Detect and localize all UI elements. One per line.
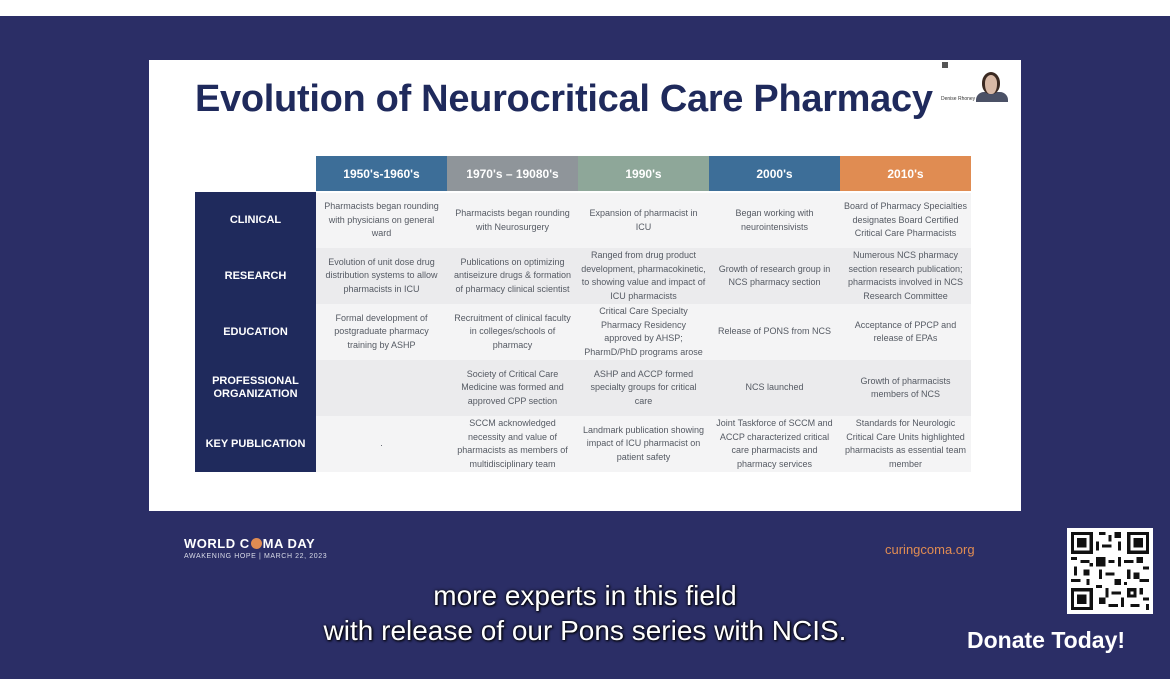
webcam-name-label: Denise Rhoney bbox=[940, 96, 977, 102]
table-cell: . bbox=[316, 416, 447, 472]
evolution-table: 1950's-1960's 1970's – 19080's 1990's 20… bbox=[195, 156, 971, 472]
speaker-body bbox=[976, 92, 1008, 102]
table-cell: Landmark publication showing impact of I… bbox=[578, 416, 709, 472]
top-strip bbox=[0, 0, 1170, 16]
row-label-research: RESEARCH bbox=[195, 248, 316, 304]
table-cell: Joint Taskforce of SCCM and ACCP charact… bbox=[709, 416, 840, 472]
presentation-slide: Evolution of Neurocritical Care Pharmacy… bbox=[149, 60, 1021, 511]
table-cell: Pharmacists began rounding with Neurosur… bbox=[447, 192, 578, 248]
speaker-head bbox=[982, 72, 1000, 94]
row-label-education: EDUCATION bbox=[195, 304, 316, 360]
table-cell: Critical Care Specialty Pharmacy Residen… bbox=[578, 304, 709, 360]
row-label-key-publication: KEY PUBLICATION bbox=[195, 416, 316, 472]
table-cell: Acceptance of PPCP and release of EPAs bbox=[840, 304, 971, 360]
table-cell: NCS launched bbox=[709, 360, 840, 416]
brand-name: WORLD C MA DAY bbox=[184, 536, 327, 551]
slide-title: Evolution of Neurocritical Care Pharmacy bbox=[195, 78, 933, 120]
qr-code-icon[interactable] bbox=[1067, 528, 1153, 614]
column-header-1990s: 1990's bbox=[578, 156, 709, 193]
table-cell: Board of Pharmacy Specialties designates… bbox=[840, 192, 971, 248]
brand-o-circle-icon bbox=[250, 538, 262, 549]
footer-website-link[interactable]: curingcoma.org bbox=[885, 542, 975, 557]
caption-line-2: with release of our Pons series with NCI… bbox=[323, 615, 847, 646]
table-header-blank bbox=[195, 156, 316, 192]
table-cell: Society of Critical Care Medicine was fo… bbox=[447, 360, 578, 416]
table-row: KEY PUBLICATION . SCCM acknowledged nece… bbox=[195, 416, 971, 472]
table-row: EDUCATION Formal development of postgrad… bbox=[195, 304, 971, 360]
table-cell: Ranged from drug product development, ph… bbox=[578, 248, 709, 304]
brand-name-end: MA DAY bbox=[262, 536, 316, 551]
table-cell: Release of PONS from NCS bbox=[709, 304, 840, 360]
brand-tagline: AWAKENING HOPE | MARCH 22, 2023 bbox=[184, 553, 328, 560]
table-header-row: 1950's-1960's 1970's – 19080's 1990's 20… bbox=[195, 156, 971, 193]
camera-icon bbox=[942, 62, 948, 68]
table-cell: Recruitment of clinical faculty in colle… bbox=[447, 304, 578, 360]
speaker-webcam-thumbnail[interactable]: Denise Rhoney bbox=[938, 60, 1021, 102]
table-cell: Growth of research group in NCS pharmacy… bbox=[709, 248, 840, 304]
table-cell: Formal development of postgraduate pharm… bbox=[316, 304, 447, 360]
table-cell bbox=[316, 360, 447, 416]
column-header-1970s: 1970's – 19080's bbox=[447, 156, 578, 193]
table-cell: Numerous NCS pharmacy section research p… bbox=[840, 248, 971, 304]
table-cell: Standards for Neurologic Critical Care U… bbox=[840, 416, 971, 472]
brand-name-start: WORLD C bbox=[184, 536, 250, 551]
table-cell: ASHP and ACCP formed specialty groups fo… bbox=[578, 360, 709, 416]
column-header-1950s: 1950's-1960's bbox=[316, 156, 447, 193]
table-cell: Evolution of unit dose drug distribution… bbox=[316, 248, 447, 304]
row-label-clinical: CLINICAL bbox=[195, 192, 316, 248]
table-row: CLINICAL Pharmacists began rounding with… bbox=[195, 192, 971, 248]
column-header-2000s: 2000's bbox=[709, 156, 840, 193]
table-cell: Began working with neurointensivists bbox=[709, 192, 840, 248]
row-label-professional-organization: PROFESSIONAL ORGANIZATION bbox=[195, 360, 316, 416]
table-cell: Pharmacists began rounding with physicia… bbox=[316, 192, 447, 248]
table-cell: SCCM acknowledged necessity and value of… bbox=[447, 416, 578, 472]
table-cell: Expansion of pharmacist in ICU bbox=[578, 192, 709, 248]
column-header-2010s: 2010's bbox=[840, 156, 971, 193]
donate-today-label[interactable]: Donate Today! bbox=[967, 627, 1126, 653]
table-row: RESEARCH Evolution of unit dose drug dis… bbox=[195, 248, 971, 304]
caption-line-1: more experts in this field bbox=[433, 580, 737, 611]
world-coma-day-logo: WORLD C MA DAY AWAKENING HOPE | MARCH 22,… bbox=[184, 536, 327, 560]
table-cell: Growth of pharmacists members of NCS bbox=[840, 360, 971, 416]
table-row: PROFESSIONAL ORGANIZATION Society of Cri… bbox=[195, 360, 971, 416]
table-cell: Publications on optimizing antiseizure d… bbox=[447, 248, 578, 304]
